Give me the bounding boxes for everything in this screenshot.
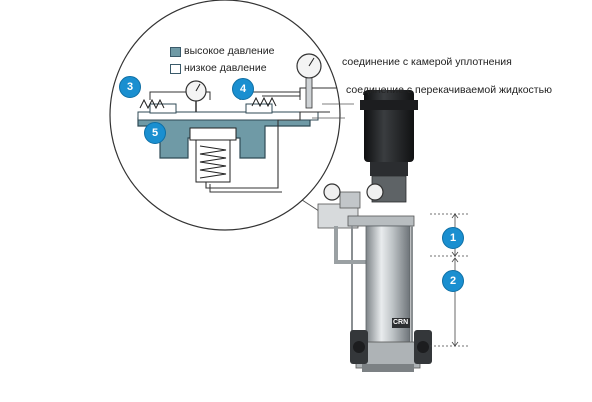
- callout-seal-chamber: соединение с камерой уплотнения: [342, 56, 512, 68]
- badge-2: 2: [442, 270, 464, 292]
- spring-valve-4: [251, 96, 277, 108]
- badge-4: 4: [232, 78, 254, 100]
- spring-valve-3: [139, 98, 165, 110]
- pump-brand-label: CRN: [393, 319, 409, 326]
- badge-1: 1: [442, 227, 464, 249]
- detail-magnifier: [109, 0, 341, 231]
- pump-assembly: [317, 90, 432, 372]
- piston: [189, 127, 237, 141]
- badge-3: 3: [119, 76, 141, 98]
- legend-low-label: низкое давление: [184, 62, 267, 74]
- pressure-gauge-top: [296, 53, 322, 109]
- callout-pumped-liquid: соединение с перекачиваемой жидкостью: [346, 84, 552, 96]
- pressure-gauge-center: [185, 80, 207, 102]
- badge-5: 5: [144, 122, 166, 144]
- legend-high-swatch: [170, 47, 181, 57]
- legend-low-swatch: [170, 64, 181, 74]
- legend-high-label: высокое давление: [184, 45, 275, 57]
- main-spring: [199, 145, 227, 179]
